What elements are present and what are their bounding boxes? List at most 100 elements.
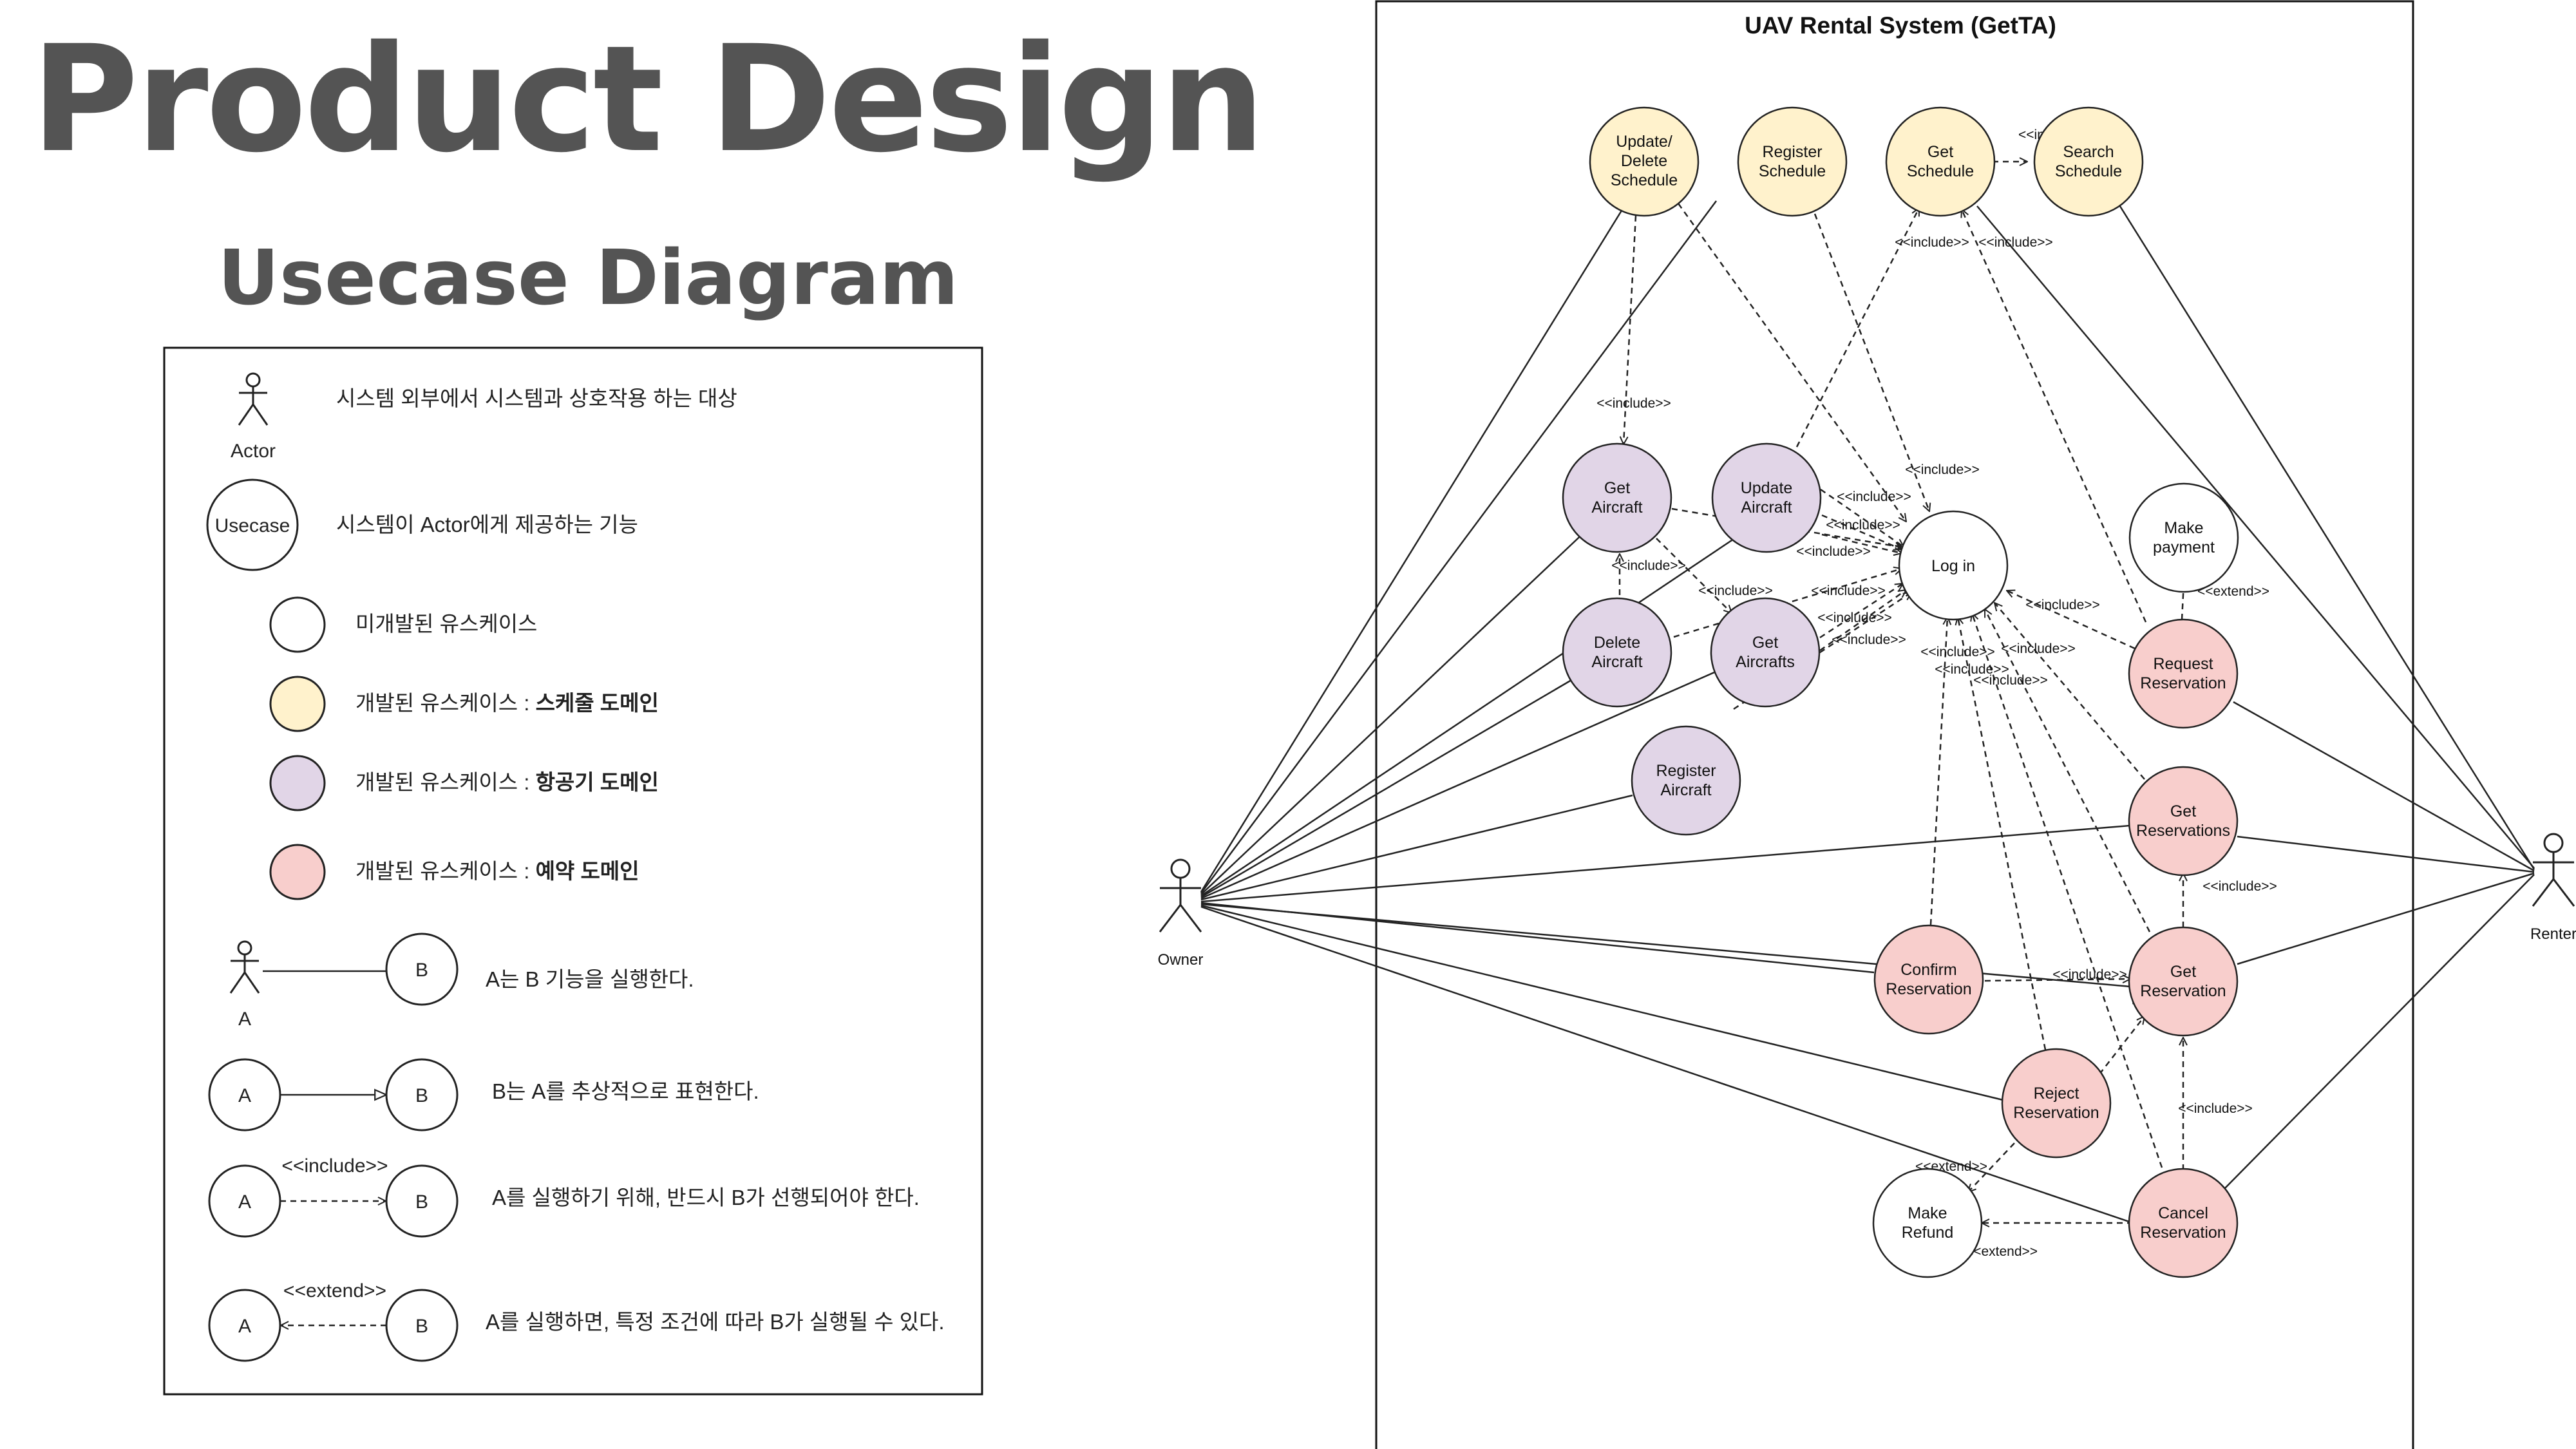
usecase-get-reservation — [2128, 926, 2239, 1037]
include-label: <<include>> — [1796, 544, 1871, 559]
usecases: Update/ Delete Schedule Register Schedul… — [1562, 106, 2239, 1278]
svg-text:Confirm: Confirm — [1900, 961, 1957, 979]
svg-text:Cancel: Cancel — [2158, 1204, 2208, 1222]
include-label: <<include>> — [1596, 396, 1671, 411]
svg-text:Search: Search — [2063, 143, 2114, 161]
legend-usecase-label: Usecase — [215, 515, 290, 536]
svg-text:Make: Make — [2164, 519, 2203, 537]
svg-text:Delete: Delete — [1621, 152, 1667, 170]
include-label: <<include>> — [2001, 641, 2076, 656]
include-label: <<include>> — [1895, 235, 1969, 250]
include-label: <<include>> — [2025, 598, 2100, 612]
page-subtitle: Usecase Diagram — [218, 233, 959, 322]
legend-gen-b-shape — [385, 1058, 459, 1132]
renter-actor-icon — [2532, 833, 2575, 907]
usecase-make-refund — [1872, 1168, 1983, 1278]
svg-text:Aircraft: Aircraft — [1741, 498, 1792, 516]
usecase-get-aircraft — [1562, 442, 1672, 553]
legend-assoc-b-label: B — [415, 960, 428, 981]
legend-extend-b-label: B — [415, 1316, 428, 1337]
include-label: <<include>> — [1978, 235, 2053, 250]
svg-text:Get: Get — [1752, 634, 1778, 652]
svg-text:Schedule: Schedule — [1907, 162, 1974, 180]
svg-text:Log in: Log in — [1931, 557, 1975, 575]
renter-associations — [1976, 204, 2535, 1191]
svg-text:Get: Get — [2170, 802, 2196, 820]
renter-actor-label: Renter — [2530, 925, 2576, 943]
svg-text:Schedule: Schedule — [1759, 162, 1826, 180]
include-label: <<include>> — [1817, 611, 1892, 625]
usecase-delete-aircraft — [1562, 597, 1672, 708]
legend-panel: Actor 시스템 외부에서 시스템과 상호작용 하는 대상 Usecase 시… — [163, 346, 983, 1396]
legend-extend-label: <<extend>> — [283, 1280, 386, 1302]
owner-associations — [1200, 200, 2136, 1225]
legend-reservation-desc: 개발된 유스케이스 : 예약 도메인 — [355, 859, 639, 883]
legend-include-label: <<include>> — [281, 1155, 388, 1177]
include-label: <<include>> — [1935, 662, 2009, 677]
include-label: <<include>> — [1611, 558, 1686, 573]
svg-text:Schedule: Schedule — [1611, 171, 1678, 189]
include-label: <<include>> — [1837, 489, 1911, 504]
svg-text:Reservation: Reservation — [2140, 674, 2226, 692]
svg-text:Aircraft: Aircraft — [1591, 498, 1642, 516]
legend-usecase-desc: 시스템이 Actor에게 제공하는 기능 — [336, 513, 638, 536]
usecase-update-delete-schedule — [1589, 106, 1700, 217]
include-label: <<include>> — [1811, 583, 1886, 598]
include-label: <<include>> — [2202, 879, 2277, 894]
legend-assoc-a-label: A — [238, 1009, 251, 1030]
legend-aircraft-desc: 개발된 유스케이스 : 항공기 도메인 — [355, 770, 659, 794]
usecase-reject-reservation — [2001, 1048, 2112, 1159]
legend-gen-a-label: A — [238, 1085, 251, 1106]
svg-text:Reservation: Reservation — [2140, 982, 2226, 1000]
svg-text:Update: Update — [1741, 479, 1793, 497]
owner-actor-icon — [1159, 858, 1202, 933]
svg-text:Reservation: Reservation — [2013, 1104, 2099, 1122]
usecase-cancel-reservation — [2128, 1168, 2239, 1278]
system-title: UAV Rental System (GetTA) — [1745, 12, 2056, 39]
svg-text:Aircraft: Aircraft — [1591, 653, 1642, 671]
usecase-search-schedule — [2033, 106, 2144, 217]
legend-assoc-actor-icon — [229, 940, 260, 994]
legend-undeveloped-swatch — [269, 596, 326, 653]
include-label: <<include>> — [1698, 583, 1773, 598]
legend-extend-desc: A를 실행하면, 특정 조건에 따라 B가 실행될 수 있다. — [486, 1310, 945, 1334]
svg-text:Schedule: Schedule — [2055, 162, 2122, 180]
svg-text:Refund: Refund — [1902, 1224, 1954, 1242]
legend-actor-desc: 시스템 외부에서 시스템과 상호작용 하는 대상 — [336, 386, 737, 410]
svg-text:Reservation: Reservation — [1886, 980, 1971, 998]
include-label: <<include>> — [1905, 462, 1980, 477]
usecase-diagram: UAV Rental System (GetTA) — [1158, 0, 2576, 1449]
legend-gen-desc: B는 A를 추상적으로 표현한다. — [492, 1079, 759, 1103]
owner-actor-label: Owner — [1158, 951, 1204, 969]
legend-schedule-swatch — [269, 676, 326, 732]
usecase-get-aircrafts — [1710, 597, 1821, 708]
svg-text:Register: Register — [1656, 762, 1716, 780]
extend-label: <<extend>> — [1965, 1244, 2038, 1259]
usecase-request-reservation — [2128, 618, 2239, 729]
legend-extend-b-shape — [385, 1289, 459, 1362]
include-label: <<include>> — [2178, 1101, 2253, 1116]
legend-actor-icon — [238, 372, 269, 426]
usecase-register-aircraft — [1631, 725, 1741, 836]
svg-text:Get: Get — [1927, 143, 1953, 161]
legend-aircraft-swatch — [269, 755, 326, 811]
include-label: <<include>> — [1832, 632, 1906, 647]
legend-actor-label: Actor — [231, 440, 276, 462]
legend-extend-a-label: A — [238, 1316, 251, 1337]
usecase-log-in — [1898, 510, 2009, 621]
page-title: Product Design — [31, 14, 1265, 185]
svg-text:Delete: Delete — [1594, 634, 1640, 652]
dependencies — [1620, 162, 2184, 1223]
legend-gen-b-label: B — [415, 1085, 428, 1106]
usecase-make-payment — [2128, 482, 2239, 593]
svg-text:Reservations: Reservations — [2136, 822, 2230, 840]
legend-include-b-label: B — [415, 1191, 428, 1213]
legend-include-desc: A를 실행하기 위해, 반드시 B가 선행되어야 한다. — [492, 1186, 920, 1209]
svg-text:Get: Get — [2170, 963, 2196, 981]
usecase-get-schedule — [1885, 106, 1996, 217]
svg-text:Register: Register — [1762, 143, 1822, 161]
usecase-update-aircraft — [1711, 442, 1822, 553]
legend-reservation-swatch — [269, 844, 326, 900]
relationship-labels: <<include>> <<include>> <<include>> <<in… — [1596, 128, 2277, 1259]
